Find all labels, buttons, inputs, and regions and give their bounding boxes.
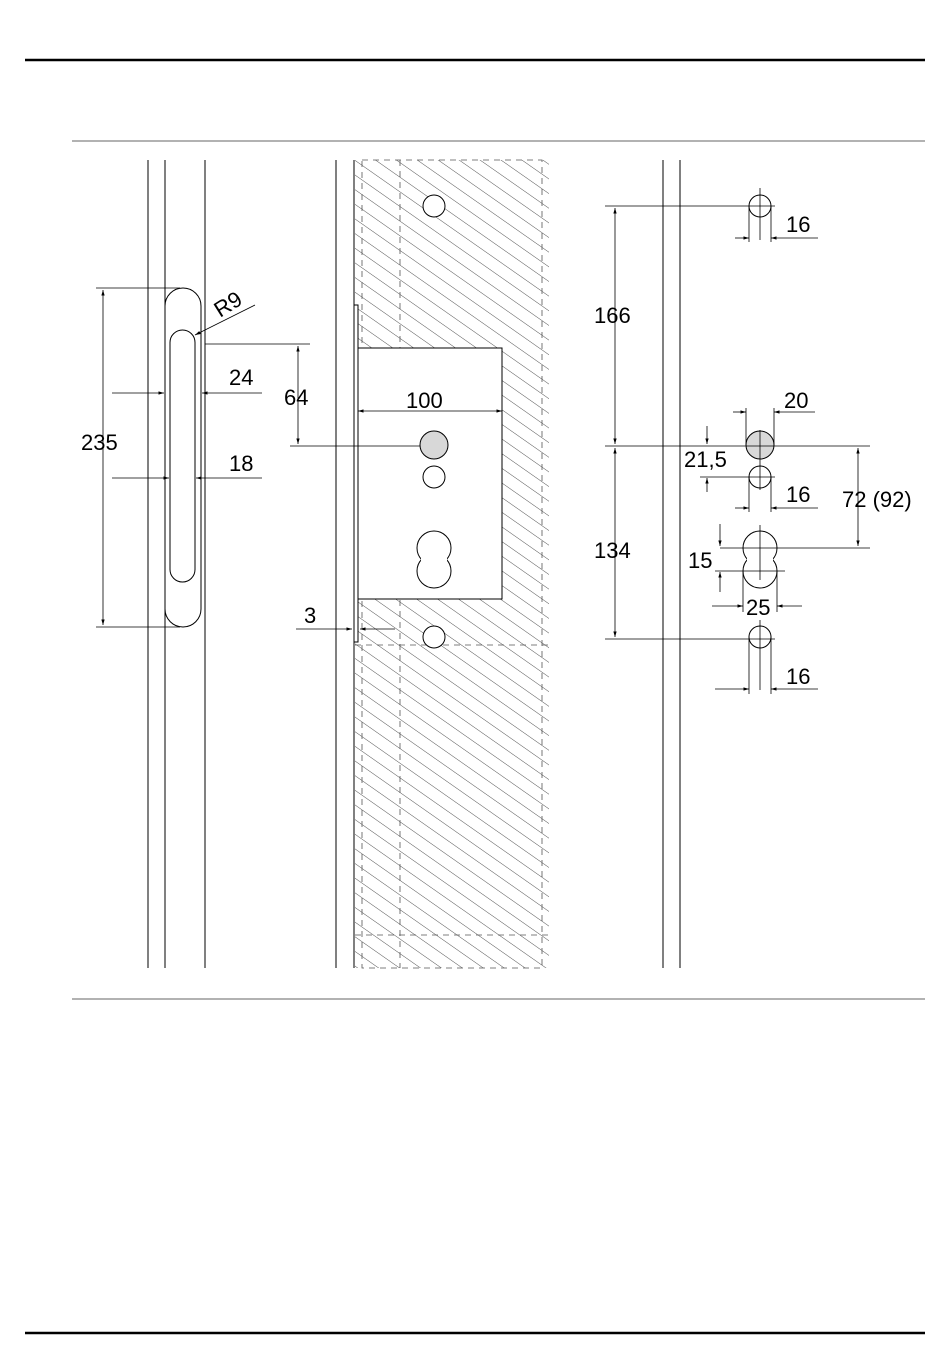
dim-top-hole: 16 [786, 212, 810, 237]
dim-case-depth: 100 [406, 388, 443, 413]
fixing-hole-bottom [423, 626, 445, 648]
dim-faceplate: 3 [304, 603, 316, 628]
dim-handle-outer-width: 24 [229, 365, 253, 390]
hole-pattern-view [605, 160, 870, 968]
dim-cylinder-small: 15 [688, 548, 712, 573]
spindle-hole [420, 431, 448, 459]
small-hole [423, 466, 445, 488]
handle-slot [170, 330, 195, 582]
dim-spindle-offset: 21,5 [684, 447, 727, 472]
dim-handle-inner-width: 18 [229, 451, 253, 476]
dim-lower-distance: 134 [594, 538, 631, 563]
lock-view [205, 160, 549, 968]
dim-upper-distance: 166 [594, 303, 631, 328]
dim-second-hole: 16 [786, 482, 810, 507]
faceplate [354, 305, 358, 642]
handle-view [96, 160, 262, 968]
dim-center-distance: 72 (92) [842, 487, 912, 512]
dim-handle-radius: R9 [209, 286, 246, 322]
dim-spindle-diameter: 20 [784, 388, 808, 413]
dim-bottom-hole: 16 [786, 664, 810, 689]
dim-backset: 64 [284, 385, 308, 410]
fixing-hole-top [423, 195, 445, 217]
dim-handle-length: 235 [81, 430, 118, 455]
dim-cylinder-width: 25 [746, 595, 770, 620]
